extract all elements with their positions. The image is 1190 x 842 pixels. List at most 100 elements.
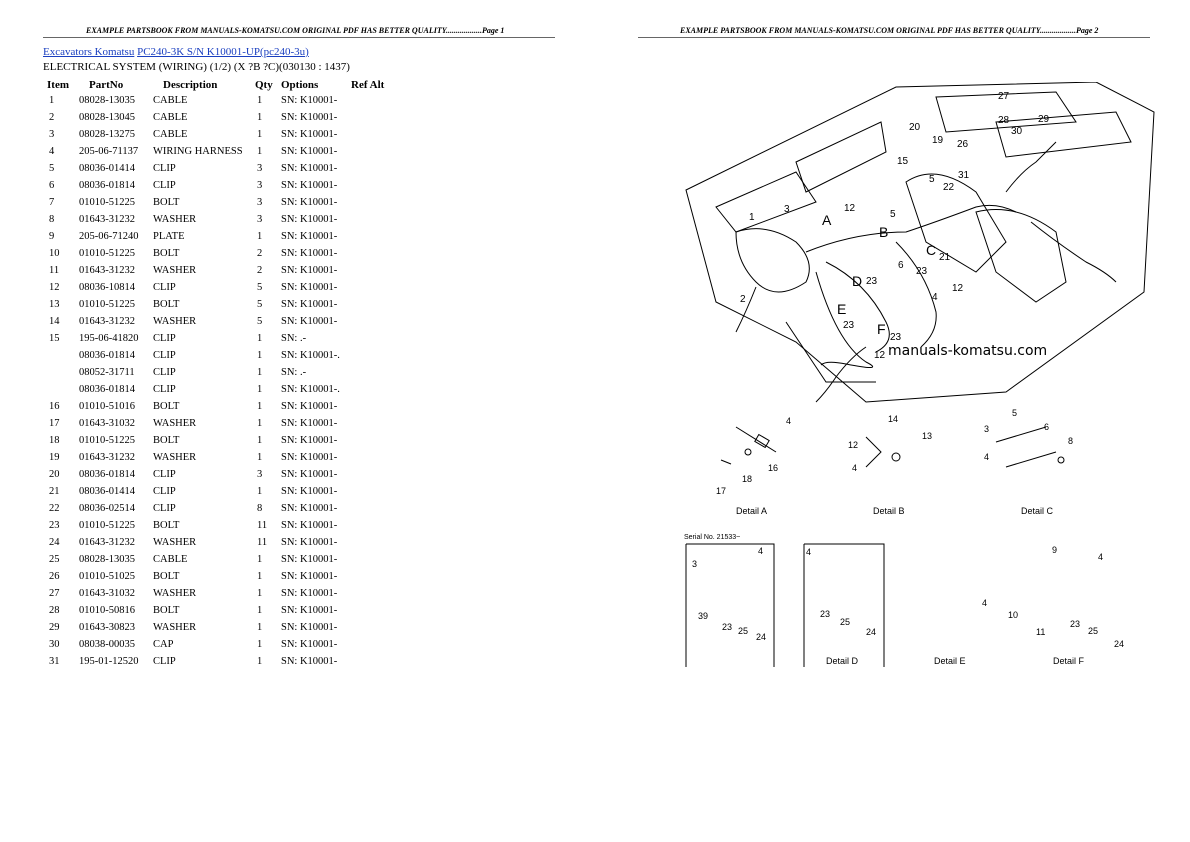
cell-refalt (347, 483, 388, 500)
cell-description: CABLE (153, 129, 188, 140)
cell-qty: 1 (257, 418, 263, 429)
main-assembly-drawing (685, 82, 1155, 403)
svg-text:Detail B: Detail B (873, 506, 905, 516)
cell-description: PLATE (153, 231, 185, 242)
cell-item: 26 (49, 571, 60, 582)
watermark: manuals-komatsu.com (888, 343, 1047, 359)
svg-text:C: C (926, 242, 936, 258)
cell-qty: 3 (257, 197, 263, 208)
svg-text:5: 5 (890, 209, 896, 220)
cell-qty: 1 (257, 622, 263, 633)
svg-text:8: 8 (1068, 436, 1073, 446)
svg-text:10: 10 (1008, 610, 1018, 620)
col-header-qty: Qty (255, 78, 273, 91)
cell-options: SN: K10001- (281, 571, 338, 582)
svg-text:B: B (879, 224, 888, 240)
svg-text:12: 12 (874, 350, 886, 361)
cell-refalt (347, 619, 388, 636)
cell-item: 16 (49, 401, 60, 412)
svg-text:17: 17 (716, 486, 726, 496)
cell-options: SN: K10001- (281, 401, 338, 412)
cell-item: 13 (49, 299, 60, 310)
svg-text:23: 23 (866, 276, 878, 287)
cell-options: SN: K10001- (281, 554, 338, 565)
cell-partno: 01010-51225 (79, 248, 135, 259)
cell-partno: 01643-30823 (79, 622, 135, 633)
breadcrumb: Excavators Komatsu PC240-3K S/N K10001-U… (43, 46, 309, 58)
cell-options: SN: K10001- (281, 95, 338, 106)
svg-text:23: 23 (722, 622, 732, 632)
cell-options: SN: K10001- (281, 452, 338, 463)
svg-text:Detail D: Detail D (826, 656, 859, 666)
cell-partno: 08036-10814 (79, 282, 135, 293)
cell-description: WASHER (153, 622, 197, 633)
cell-description: CLIP (153, 282, 176, 293)
cell-qty: 5 (257, 299, 263, 310)
cell-refalt (347, 92, 388, 109)
cell-refalt (347, 160, 388, 177)
cell-partno: 08028-13035 (79, 95, 135, 106)
svg-text:12: 12 (844, 203, 856, 214)
cell-qty: 11 (257, 520, 268, 531)
cell-refalt (347, 398, 388, 415)
svg-text:23: 23 (843, 320, 855, 331)
svg-text:18: 18 (742, 474, 752, 484)
cell-description: CABLE (153, 554, 188, 565)
col-header-options: Options (281, 78, 319, 91)
cell-item (43, 347, 75, 364)
cell-options: SN: K10001- (281, 265, 338, 276)
cell-qty: 1 (257, 129, 263, 140)
cell-item (43, 381, 75, 398)
svg-text:31: 31 (958, 170, 970, 181)
cell-item: 20 (49, 469, 60, 480)
cell-options: SN: K10001- (281, 316, 338, 327)
cell-item: 18 (49, 435, 60, 446)
breadcrumb-link-category[interactable]: Excavators Komatsu (43, 46, 135, 58)
svg-text:24: 24 (866, 627, 876, 637)
svg-text:16: 16 (768, 463, 778, 473)
cell-refalt (347, 415, 388, 432)
svg-text:26: 26 (957, 139, 969, 150)
cell-description: BOLT (153, 571, 180, 582)
cell-description: CLIP (153, 350, 176, 361)
cell-description: WASHER (153, 452, 197, 463)
col-header-description: Description (163, 78, 218, 91)
cell-description: WASHER (153, 265, 197, 276)
cell-partno: 01643-31032 (79, 588, 135, 599)
col-header-partno: PartNo (89, 78, 124, 91)
svg-text:22: 22 (943, 182, 955, 193)
cell-item: 1 (49, 95, 55, 106)
svg-text:4: 4 (806, 547, 811, 557)
svg-text:6: 6 (898, 260, 904, 271)
cell-description: BOLT (153, 299, 180, 310)
cell-partno: 08028-13275 (79, 129, 135, 140)
cell-qty: 1 (257, 231, 263, 242)
cell-refalt (347, 364, 388, 381)
svg-text:5: 5 (929, 174, 935, 185)
cell-refalt (347, 262, 388, 279)
breadcrumb-link-model[interactable]: PC240-3K S/N K10001-UP(pc240-3u) (137, 46, 309, 58)
cell-item: 15 (49, 333, 60, 344)
cell-description: CAP (153, 639, 174, 650)
svg-text:Detail E: Detail E (934, 656, 966, 666)
cell-options: SN: K10001- (281, 605, 338, 616)
cell-refalt (347, 313, 388, 330)
cell-description: WASHER (153, 418, 197, 429)
cell-options: SN: K10001- (281, 112, 338, 123)
